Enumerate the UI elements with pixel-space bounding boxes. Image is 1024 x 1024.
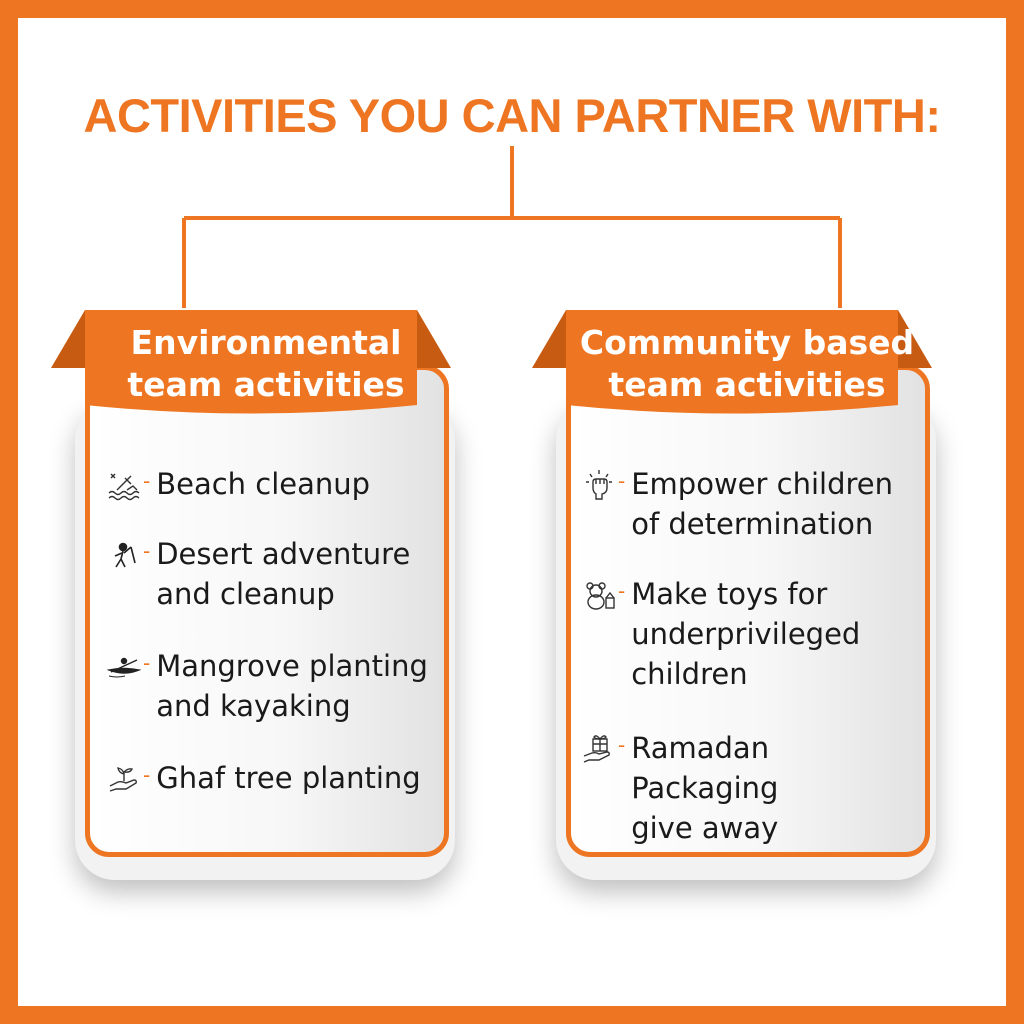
list-item-line: give away	[631, 811, 779, 845]
list-item-text: Mangrove planting and kayaking	[156, 646, 428, 726]
list-item-text: Beach cleanup	[156, 464, 370, 504]
raised-fist-icon	[586, 470, 612, 500]
list-item-line: Ghaf tree planting	[156, 761, 421, 795]
list-item-line: and cleanup	[156, 577, 335, 611]
card-heading: Environmental team activities	[81, 322, 451, 406]
list-item-text: Make toys for underprivileged children	[631, 574, 860, 694]
list-dash: -	[143, 651, 151, 675]
list-item-text: Desert adventure and cleanup	[156, 534, 410, 614]
list-item: - Empower children of determination	[582, 464, 922, 544]
card-body	[85, 365, 449, 857]
list-item-line: Make toys for	[631, 577, 828, 611]
list-item: - Beach cleanup	[107, 464, 447, 504]
gift-in-hand-icon	[583, 735, 610, 763]
kayak-icon	[107, 657, 141, 678]
list-item-text: Ghaf tree planting	[156, 758, 420, 798]
list-item-line: Beach cleanup	[156, 467, 371, 501]
list-item-line: of determination	[631, 507, 874, 541]
list-dash: -	[143, 469, 151, 493]
community-card: Community based team activities - Empowe…	[532, 310, 936, 890]
desert-cleanup-icon	[114, 542, 136, 568]
card-heading-line-2: team activities	[608, 365, 886, 404]
card-heading-line-1: Community based	[579, 323, 915, 362]
beach-cleanup-icon	[108, 473, 140, 501]
card-heading-line-2: team activities	[127, 365, 405, 404]
list-item-line: Desert adventure	[156, 537, 411, 571]
list-dash: -	[618, 469, 626, 493]
list-item-text: Empower children of determination	[631, 464, 893, 544]
card-header-ribbon	[51, 310, 451, 414]
list-item: - Desert adventure and cleanup	[107, 534, 447, 614]
plant-in-hand-icon	[109, 767, 137, 792]
card-heading-line-1: Environmental	[130, 323, 402, 362]
list-item: - Make toys for underprivileged children	[582, 574, 922, 694]
list-item-line: Empower children	[631, 467, 893, 501]
list-item-line: and kayaking	[156, 689, 351, 723]
toys-icon	[586, 582, 615, 610]
list-item: - Ramadan Packaging give away	[582, 728, 922, 848]
environmental-card: Environmental team activities - Beach cl…	[51, 310, 455, 890]
list-item-line: children	[631, 657, 748, 691]
card-body	[566, 365, 930, 857]
list-item: - Ghaf tree planting	[107, 758, 447, 798]
card-header-ribbon	[532, 310, 932, 414]
list-item: - Mangrove planting and kayaking	[107, 646, 447, 726]
list-item-line: Mangrove planting	[156, 649, 428, 683]
list-item-line: Ramadan Packaging	[631, 731, 779, 805]
card-heading: Community based team activities	[562, 322, 932, 406]
list-item-text: Ramadan Packaging give away	[631, 728, 922, 848]
list-dash: -	[143, 539, 151, 563]
page-title: ACTIVITIES YOU CAN PARTNER WITH:	[83, 89, 942, 142]
list-dash: -	[618, 733, 626, 757]
list-item-line: underprivileged	[631, 617, 861, 651]
list-dash: -	[618, 579, 626, 603]
list-dash: -	[143, 763, 151, 787]
